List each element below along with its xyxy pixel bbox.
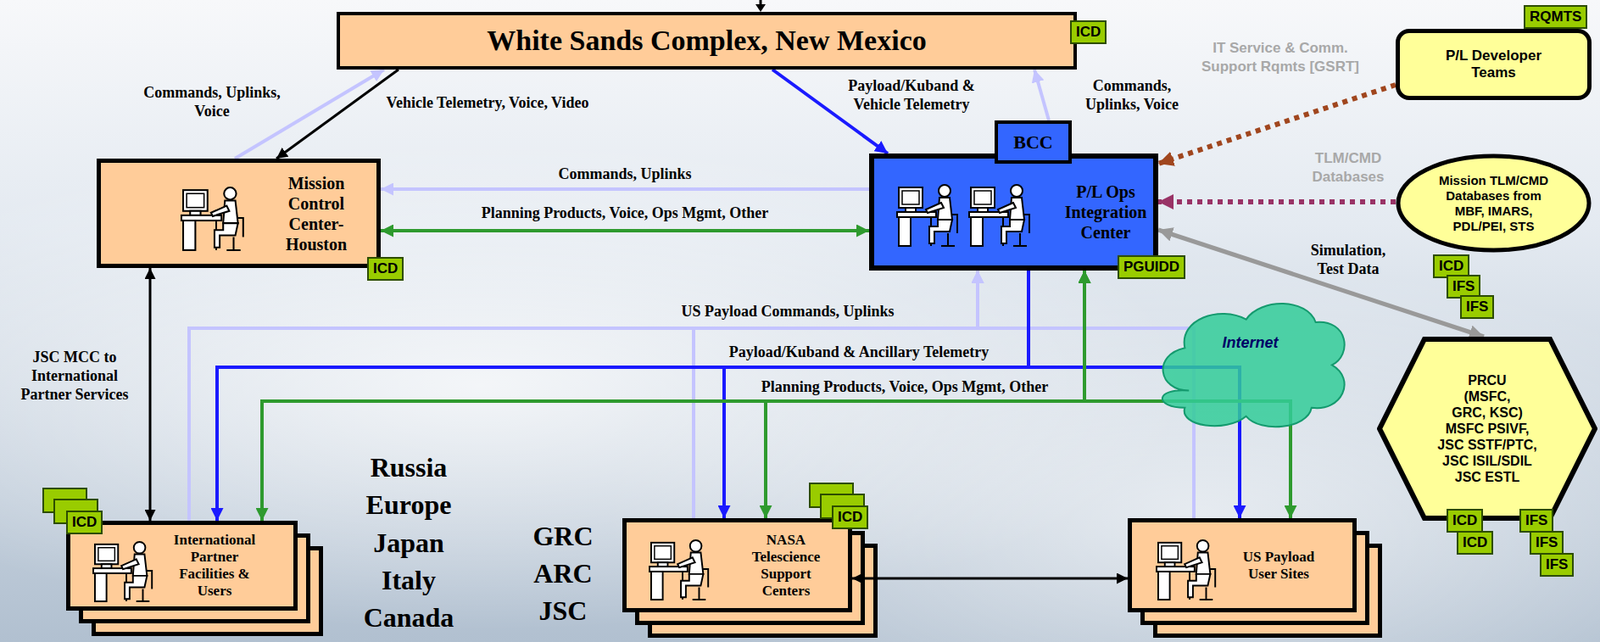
region-label: GRC xyxy=(478,520,648,552)
node-label: ICD xyxy=(1462,534,1488,552)
node-label: ICD xyxy=(72,513,97,531)
region-label: Russia xyxy=(323,451,494,483)
data-flow-arrow xyxy=(852,577,1128,580)
network-cloud-outline xyxy=(1148,290,1353,434)
network-cloud: Internet xyxy=(1148,290,1353,434)
node-label: P/L Developer Teams xyxy=(1430,47,1558,82)
data-flow-arrow xyxy=(1034,69,1049,121)
edge-label: Planning Products, Voice, Ops Mgmt, Othe… xyxy=(718,377,1092,396)
team-box: P/L Developer Teams xyxy=(1395,28,1592,101)
node-label: PGUIDD xyxy=(1123,258,1180,276)
facility-hexagon-shape xyxy=(1379,339,1595,519)
edge-label: Planning Products, Voice, Ops Mgmt, Othe… xyxy=(412,203,837,223)
edge-label: Simulation, Test Data xyxy=(1297,240,1400,279)
region-label: Europe xyxy=(323,489,494,520)
edge-label: IT Service & Comm. Support Rqmts [GSRT] xyxy=(1195,39,1366,77)
document-tag: ICD xyxy=(1456,530,1494,555)
document-tag: ICD xyxy=(1070,20,1107,45)
node-label: International Partner Facilities & Users xyxy=(163,531,266,600)
node-label: BCC xyxy=(1013,131,1053,154)
data-flow-arrow xyxy=(380,187,870,191)
data-flow-arrow xyxy=(1158,199,1396,205)
process-box: White Sands Complex, New Mexico xyxy=(336,11,1077,70)
region-label: JSC xyxy=(478,595,648,626)
stacked-tag xyxy=(809,483,853,508)
feed-arrowhead xyxy=(755,4,766,12)
edge-label: Commands, Uplinks xyxy=(489,164,761,184)
document-tag: IFS xyxy=(1529,530,1564,555)
data-flow-arrow xyxy=(276,69,399,159)
document-tag: ICD xyxy=(367,256,404,281)
document-tag: RQMTS xyxy=(1523,5,1588,29)
node-label: MSFC PSIVF, JSC SSTF/PTC, JSC ISIL/SDIL … xyxy=(1432,420,1543,486)
node-label: ICD xyxy=(1438,257,1464,275)
database-ellipse: Mission TLM/CMD Databases from MBF, IMAR… xyxy=(1395,153,1592,253)
process-box: P/L Ops Integration Center xyxy=(869,153,1159,271)
facility-hexagon: PRCU (MSFC, GRC, KSC)MSFC PSIVF, JSC SST… xyxy=(1377,336,1598,521)
network-cloud-shape xyxy=(1162,303,1345,427)
document-tag: IFS xyxy=(1539,552,1574,577)
node-label: Mission TLM/CMD Databases from MBF, IMAR… xyxy=(1434,172,1554,235)
edge-label: Commands, Uplinks, Voice xyxy=(1081,76,1183,114)
node-label: Internet xyxy=(1221,333,1278,352)
node-label: RQMTS xyxy=(1529,8,1582,26)
document-tag: IFS xyxy=(1519,508,1554,533)
edge-label: JSC MCC to International Partner Service… xyxy=(17,347,133,404)
document-tag: PGUIDD xyxy=(1117,255,1186,279)
region-label: Japan xyxy=(323,527,494,558)
process-box: NASA Telescience Support Centers xyxy=(622,518,853,613)
document-tag: IFS xyxy=(1460,295,1495,319)
edge-label: US Payload Commands, Uplinks xyxy=(647,301,928,321)
data-flow-arrow xyxy=(262,270,1085,521)
data-flow-arrow xyxy=(149,267,152,521)
node-label: Mission Control Center-Houston xyxy=(269,172,363,255)
node-label: IFS xyxy=(1466,298,1489,316)
node-label: White Sands Complex, New Mexico xyxy=(486,23,926,58)
document-tag: ICD xyxy=(1446,508,1483,533)
region-label: Canada xyxy=(323,602,494,633)
document-tag: ICD xyxy=(831,505,869,530)
node-label: ICD xyxy=(1075,23,1101,41)
edge-label: Payload/Kuband & Ancillary Telemetry xyxy=(689,342,1029,362)
region-label: Italy xyxy=(323,564,494,596)
node-label: ICD xyxy=(1452,512,1478,530)
node-label: IFS xyxy=(1525,512,1548,530)
node-label: IFS xyxy=(1452,278,1475,296)
process-box: US Payload User Sites xyxy=(1127,518,1357,613)
data-flow-arrow xyxy=(234,69,385,159)
node-label: IFS xyxy=(1535,534,1558,552)
database-ellipse-shape xyxy=(1398,156,1589,251)
node-label: P/L Ops Integration Center xyxy=(1058,181,1154,243)
node-label: US Payload User Sites xyxy=(1240,548,1317,583)
process-box: BCC xyxy=(994,120,1072,164)
document-tag: ICD xyxy=(66,510,103,535)
node-label: ICD xyxy=(837,508,863,526)
region-label: ARC xyxy=(478,557,648,589)
edge-label: Payload/Kuband & Vehicle Telemetry xyxy=(847,76,976,114)
node-label: ICD xyxy=(373,260,398,278)
data-flow-arrow xyxy=(217,270,1029,521)
data-flow-arrow xyxy=(380,228,870,233)
node-label: NASA Telescience Support Centers xyxy=(739,531,833,600)
edge-label: Vehicle Telemetry, Voice, Video xyxy=(381,93,594,112)
data-flow-arrow xyxy=(189,270,978,521)
process-box: Mission Control Center-Houston xyxy=(96,158,381,268)
node-label: PRCU (MSFC, GRC, KSC) xyxy=(1447,372,1528,421)
node-label: IFS xyxy=(1545,556,1568,574)
edge-label: Commands, Uplinks, Voice xyxy=(131,83,293,121)
stacked-tag xyxy=(43,488,87,513)
edge-label: TLM/CMD Databases xyxy=(1301,149,1395,187)
